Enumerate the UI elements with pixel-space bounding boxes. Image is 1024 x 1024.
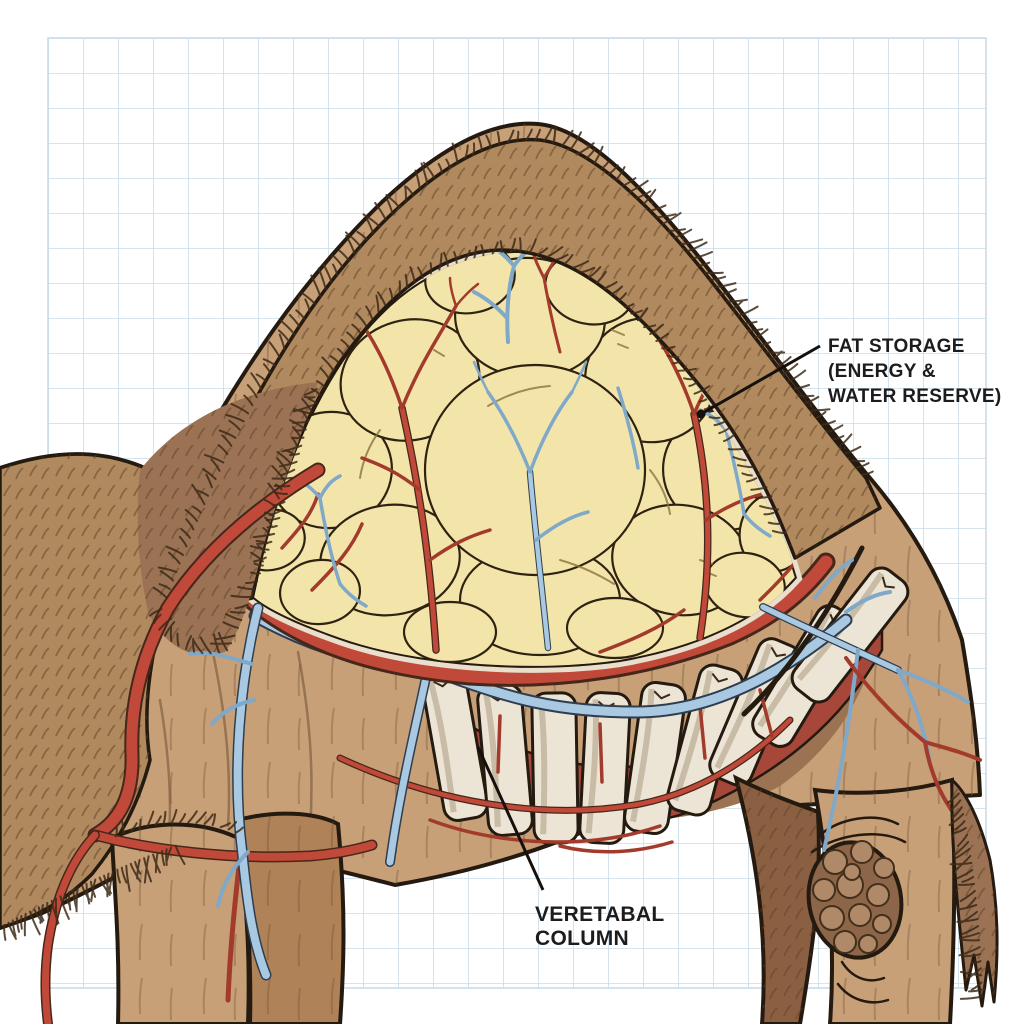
spine-shadow	[436, 648, 876, 822]
label-line: COLUMN	[535, 927, 629, 950]
label-line: FAT STORAGE	[828, 336, 965, 357]
fur-tufts	[946, 792, 983, 1000]
fur-tufts	[114, 809, 244, 838]
body-arteries	[40, 462, 378, 1024]
spine-arteries	[336, 688, 794, 854]
fat-veins	[292, 250, 772, 652]
hind-leg-veins	[759, 558, 970, 852]
thigh-crease	[741, 545, 865, 717]
fur-tufts	[152, 125, 874, 599]
knee-callus	[806, 840, 904, 960]
fur-tufts	[148, 388, 318, 655]
camel-figure	[0, 121, 999, 1024]
vertebral-leader-line	[476, 746, 545, 891]
body-veins	[188, 602, 272, 981]
vertebral-column	[336, 562, 914, 854]
fat-storage-leader-dot	[696, 409, 706, 419]
label-line: VERETABAL	[535, 903, 665, 926]
label-line: (ENERGY &	[828, 361, 936, 382]
fur-tufts	[3, 844, 186, 941]
annotations	[476, 344, 821, 891]
fur-tufts	[250, 237, 787, 563]
label-line: WATER RESERVE)	[828, 386, 1002, 407]
hind-legs	[734, 545, 982, 1024]
fat-storage-label: FAT STORAGE (ENERGY & WATER RESERVE)	[828, 334, 1001, 409]
fat-storage-leader-line	[700, 344, 821, 416]
vertebral-column-label: VERETABAL COLUMN	[535, 903, 664, 951]
